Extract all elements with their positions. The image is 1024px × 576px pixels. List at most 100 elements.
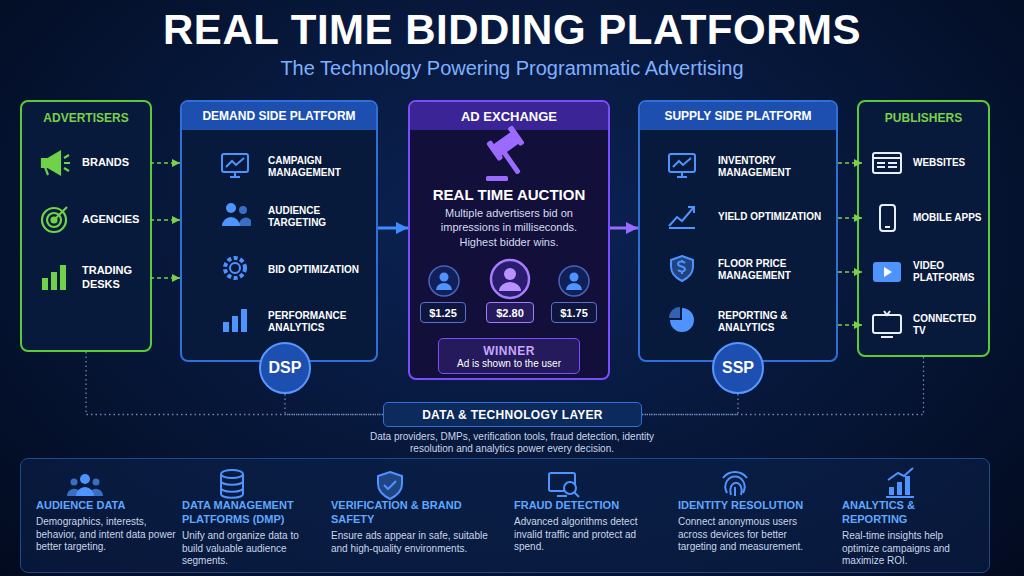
ssp-badge: SSP — [712, 342, 764, 394]
service-heading: AUDIENCE DATA — [36, 499, 176, 513]
shield-check-icon — [378, 472, 402, 499]
bid-box: $1.75 — [551, 302, 597, 323]
people-icon — [222, 217, 240, 226]
bars-icon — [223, 322, 229, 332]
analytics-icon — [889, 487, 894, 495]
browser-icon — [873, 153, 901, 173]
trend-icon — [688, 207, 694, 213]
platform-feature: FLOOR PRICE MANAGEMENT — [718, 258, 822, 283]
people-icon — [222, 203, 251, 226]
target-icon — [56, 207, 67, 218]
monitor-chart-icon — [230, 172, 240, 177]
publishers-panel: PUBLISHERSWEBSITESMOBILE APPSVIDEO PLATF… — [857, 100, 990, 357]
megaphone-icon — [45, 167, 48, 175]
winner-note: Ad is shown to the user — [457, 358, 561, 369]
platform-feature: PERFORMANCE ANALYTICS — [268, 310, 372, 335]
gavel-icon — [486, 176, 508, 181]
publisher-item: CONNECTED TV — [862, 310, 986, 340]
dsp-panel: DEMAND SIDE PLATFORM CAMPAIGN MANAGEMENT A… — [180, 100, 378, 362]
ad-exchange-panel: AD EXCHANGEREAL TIME AUCTIONMultiple adv… — [408, 100, 610, 380]
database-icon — [221, 470, 243, 498]
shield-icon — [671, 256, 693, 281]
browser-icon — [873, 158, 901, 167]
publisher-name: CONNECTED TV — [913, 313, 986, 338]
target-icon — [42, 207, 67, 232]
bars-icon — [241, 309, 247, 332]
subtitle: The Technology Powering Programmatic Adv… — [0, 57, 1024, 80]
advertiser-item: BRANDS — [30, 148, 150, 178]
winning-bidder-avatar — [499, 282, 521, 291]
service-description: Advanced algorithms detect invalid traff… — [514, 516, 664, 554]
bidder-avatar — [566, 283, 582, 290]
fingerprint-icon — [726, 477, 745, 494]
gavel-icon — [493, 132, 519, 156]
shield-icon — [678, 260, 685, 274]
video-icon — [873, 262, 901, 282]
fraud-detection-icon — [574, 492, 579, 497]
service-description: Demographics, interests, behavior, and i… — [36, 516, 176, 554]
service-heading: IDENTITY RESOLUTION — [678, 499, 828, 513]
gavel-icon — [502, 151, 521, 175]
megaphone-icon — [64, 155, 70, 171]
fraud-detection-icon — [549, 473, 579, 497]
target-icon — [47, 213, 61, 227]
video-icon — [873, 262, 901, 282]
data-layer-band: AUDIENCE DATA Demographics, interests, be… — [20, 458, 990, 573]
bid-amount: $1.75 — [560, 307, 588, 319]
section-title: REAL TIME AUCTION — [410, 186, 608, 203]
audience-icon — [67, 489, 103, 496]
pie-icon — [669, 307, 694, 332]
service-description: Ensure ads appear in safe, suitable and … — [331, 530, 501, 555]
page-title: REAL TIME BIDDING PLATFORMS — [0, 6, 1024, 54]
badge-label: SSP — [722, 359, 754, 377]
platform-feature: CAMPAIGN MANAGEMENT — [268, 155, 372, 180]
dsp-badge: DSP — [259, 342, 311, 394]
service-description: Connect anonymous users across devices f… — [678, 516, 828, 554]
winning-bidder-avatar — [504, 268, 516, 280]
platform-feature: INVENTORY MANAGEMENT — [718, 155, 822, 180]
monitor-chart-icon — [677, 172, 687, 177]
panel-heading: DEMAND SIDE PLATFORM — [202, 109, 355, 123]
bid-amount: $1.25 — [429, 307, 457, 319]
audience-icon — [76, 487, 94, 496]
service-description: Unify and organize data to build valuabl… — [182, 530, 322, 568]
service-heading: ANALYTICS & REPORTING — [842, 499, 982, 527]
phone-icon — [880, 205, 895, 231]
monitor-chart-icon — [669, 154, 695, 177]
database-icon — [221, 470, 243, 478]
target-icon — [52, 218, 57, 223]
fraud-detection-icon — [564, 482, 576, 494]
tv-icon — [873, 311, 901, 337]
gear-icon — [225, 258, 245, 278]
connector — [150, 219, 180, 221]
monitor-chart-icon — [222, 154, 248, 172]
fingerprint-icon — [723, 472, 747, 496]
publisher-item: WEBSITES — [862, 148, 986, 178]
winner-label: WINNER — [483, 344, 535, 358]
bidder-avatar — [559, 266, 589, 296]
fraud-detection-icon — [549, 473, 575, 491]
advertiser-item: AGENCIES — [30, 205, 150, 235]
people-icon — [239, 218, 251, 226]
audience-icon — [67, 474, 103, 496]
service-heading: FRAUD DETECTION — [514, 499, 664, 513]
gavel-icon — [507, 125, 525, 146]
platform-feature: AUDIENCE TARGETING — [268, 205, 372, 230]
trend-icon — [669, 207, 695, 228]
shield-check-icon — [384, 481, 396, 489]
winner-box: WINNERAd is shown to the user — [438, 338, 580, 374]
video-icon — [884, 267, 892, 277]
connector — [150, 162, 180, 164]
connector — [838, 324, 862, 326]
people-icon — [226, 203, 236, 213]
connector — [642, 357, 924, 415]
bidder-avatar — [436, 283, 452, 290]
bidder-avatar — [570, 273, 579, 282]
fraud-detection-icon — [557, 495, 567, 497]
shield-check-icon — [378, 472, 402, 499]
bars-icon — [42, 278, 48, 290]
browser-icon — [873, 153, 901, 173]
gavel-icon — [486, 140, 504, 161]
publisher-name: WEBSITES — [913, 157, 965, 170]
advertiser-item: TRADING DESKS — [30, 260, 150, 296]
